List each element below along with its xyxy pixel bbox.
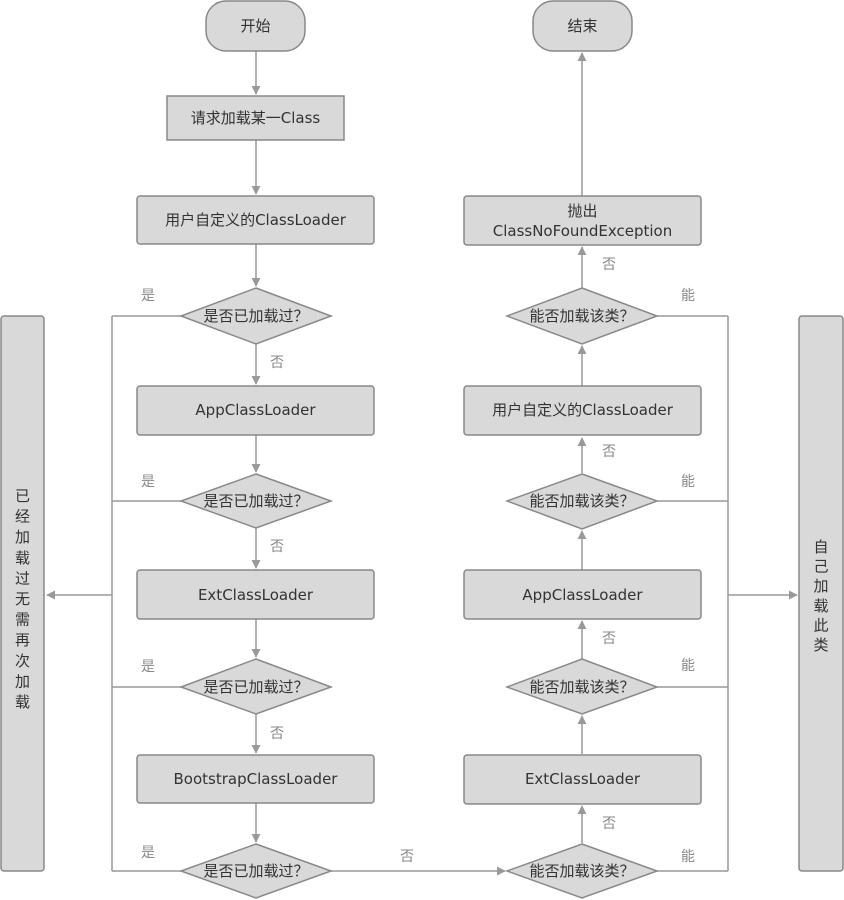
right-can-3-label: 能否加载该类？: [529, 678, 634, 696]
right-custom-loader-node: 用户自定义的ClassLoader: [463, 385, 702, 436]
right-can-4-label: 能否加载该类？: [529, 862, 634, 880]
throw-exception-node: 抛出 ClassNoFoundException: [463, 195, 702, 246]
edge-label-no-1: 否: [270, 355, 284, 371]
edge-label-no-4: 否: [400, 849, 414, 865]
right-app-loader-label: AppClassLoader: [522, 586, 643, 604]
left-custom-loader-label: 用户自定义的ClassLoader: [165, 211, 347, 229]
edge-label-no-5: 否: [602, 257, 616, 273]
left-check-2-label: 是否已加载过？: [203, 492, 308, 510]
right-side-panel-char-5: 此: [813, 616, 828, 634]
left-ext-loader-label: ExtClassLoader: [198, 586, 314, 604]
left-side-panel-char-6: 无: [15, 590, 30, 608]
left-check-2: 是否已加载过？: [178, 473, 334, 529]
right-ext-loader-node: ExtClassLoader: [463, 754, 702, 805]
right-side-panel-char-6: 类: [813, 636, 828, 654]
edge-label-no-6: 否: [602, 444, 616, 460]
right-side-panel-char-3: 加: [813, 577, 828, 595]
right-side-panel-char-4: 载: [813, 597, 828, 615]
left-side-panel-char-5: 过: [15, 569, 30, 587]
start-node: 开始: [205, 0, 306, 52]
edge-label-can-1: 能: [681, 288, 695, 304]
edge-label-yes-4: 是: [141, 845, 155, 861]
left-side-panel-char-2: 经: [15, 508, 30, 526]
edge-label-yes-1: 是: [141, 288, 155, 304]
left-side-panel-char-9: 次: [15, 652, 30, 670]
request-label: 请求加载某一Class: [191, 109, 321, 127]
left-side-panel-char-8: 再: [15, 631, 30, 649]
right-side-panel-char-2: 己: [813, 558, 828, 576]
edge-label-no-8: 否: [602, 816, 616, 832]
edge-label-no-3: 否: [270, 726, 284, 742]
right-can-2-label: 能否加载该类？: [529, 492, 634, 510]
right-can-4: 能否加载该类？: [504, 843, 660, 899]
throw-exception-line-2: ClassNoFoundException: [493, 222, 673, 240]
right-can-2: 能否加载该类？: [504, 473, 660, 530]
left-side-panel-char-10: 加: [15, 672, 30, 690]
left-side-panel-char-11: 载: [15, 693, 30, 711]
left-check-4-label: 是否已加载过？: [203, 862, 308, 880]
edge-label-no-2: 否: [270, 539, 284, 555]
edge-label-can-3: 能: [681, 658, 695, 674]
end-node: 结束: [532, 0, 633, 52]
right-app-loader-node: AppClassLoader: [463, 569, 702, 620]
left-check-1: 是否已加载过？: [178, 287, 334, 345]
left-check-3-label: 是否已加载过？: [203, 678, 308, 696]
right-can-3: 能否加载该类？: [504, 658, 660, 715]
left-app-loader-label: AppClassLoader: [195, 401, 316, 419]
left-side-panel-char-3: 加: [15, 528, 30, 546]
left-side-panel-char-7: 需: [15, 611, 30, 629]
end-label: 结束: [567, 17, 597, 35]
left-app-loader-node: AppClassLoader: [136, 385, 375, 436]
left-check-1-label: 是否已加载过？: [203, 307, 308, 325]
left-side-panel-char-1: 已: [15, 487, 30, 505]
left-check-4: 是否已加载过？: [178, 843, 334, 899]
left-bootstrap-loader-node: BootstrapClassLoader: [136, 754, 375, 804]
edge-label-yes-2: 是: [141, 474, 155, 490]
throw-exception-line-1: 抛出: [567, 202, 597, 220]
edge-label-no-7: 否: [602, 631, 616, 647]
left-ext-loader-node: ExtClassLoader: [136, 569, 375, 620]
edge-labels: 是 是 是 是 否 否 否 否 否 否 否 否 能 能 能 能: [141, 257, 695, 865]
right-side-panel-char-1: 自: [813, 538, 828, 556]
left-custom-loader-node: 用户自定义的ClassLoader: [136, 195, 375, 245]
left-bootstrap-loader-label: BootstrapClassLoader: [174, 770, 339, 788]
request-node: 请求加载某一Class: [166, 95, 345, 141]
left-side-panel-char-4: 载: [15, 549, 30, 567]
right-can-1-label: 能否加载该类？: [529, 307, 634, 325]
start-label: 开始: [240, 17, 270, 35]
right-custom-loader-label: 用户自定义的ClassLoader: [492, 401, 674, 419]
connectors: [46, 51, 798, 876]
right-can-1: 能否加载该类？: [504, 287, 660, 345]
edge-label-can-4: 能: [681, 849, 695, 865]
right-ext-loader-label: ExtClassLoader: [525, 770, 641, 788]
left-check-3: 是否已加载过？: [178, 658, 334, 715]
edge-label-can-2: 能: [681, 474, 695, 490]
edge-label-yes-3: 是: [141, 659, 155, 675]
